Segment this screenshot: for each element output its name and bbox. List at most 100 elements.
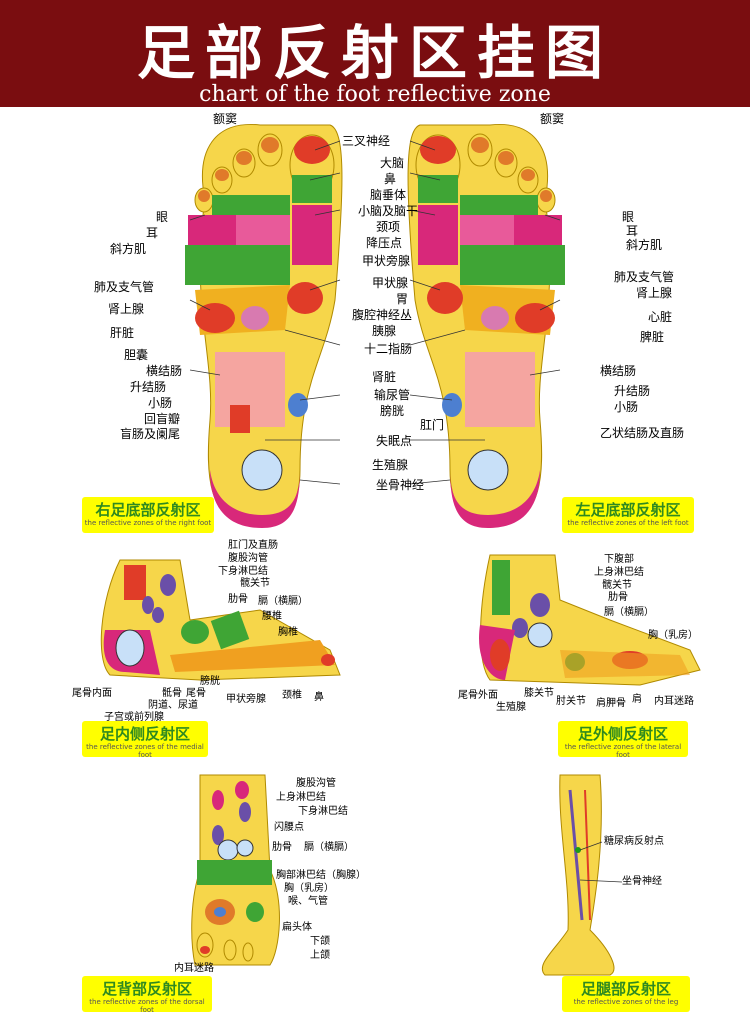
label-liver: 肝脏 bbox=[110, 326, 135, 340]
label-sacrum: 骶骨 bbox=[162, 688, 182, 699]
label-scapula: 肩胛骨 bbox=[596, 698, 626, 709]
caption-right-sole-subtitle: the reflective zones of the right foot bbox=[84, 519, 212, 527]
caption-leg-title: 足腿部反射区 bbox=[580, 980, 671, 998]
label-ear-right: 耳 bbox=[146, 226, 159, 240]
label-throat-trachea: 喉、气管 bbox=[288, 896, 328, 907]
label-insomnia-point: 失眠点 bbox=[376, 434, 413, 448]
label-chest-lymph: 胸部淋巴结（胸腺） bbox=[276, 870, 366, 881]
label-eye-left: 眼 bbox=[622, 210, 635, 224]
label-duodenum: 十二指肠 bbox=[364, 342, 413, 356]
label-diabetes-point: 糖尿病反射点 bbox=[604, 836, 664, 847]
label-medial-hip: 髋关节 bbox=[240, 578, 270, 589]
caption-medial-subtitle: the reflective zones of the medial foot bbox=[86, 743, 204, 759]
page-subtitle: chart of the foot reflective zone bbox=[199, 82, 551, 107]
label-uterus-prostate: 子宫或前列腺 bbox=[104, 712, 164, 723]
label-spleen: 脾脏 bbox=[640, 330, 665, 344]
label-lateral-hip: 髋关节 bbox=[602, 580, 632, 591]
label-parathyroid: 甲状旁腺 bbox=[362, 254, 411, 268]
label-cervical: 颈椎 bbox=[282, 690, 302, 701]
label-trapezius-left: 斜方肌 bbox=[626, 238, 663, 252]
left-sole-foot bbox=[407, 123, 565, 528]
caption-dorsal: 足背部反射区 the reflective zones of the dorsa… bbox=[82, 976, 212, 1014]
label-coccyx-inner: 尾骨内面 bbox=[72, 688, 112, 699]
label-ascending-colon-right: 升结肠 bbox=[130, 380, 167, 394]
caption-left-sole: 左足底部反射区 the reflective zones of the left… bbox=[562, 497, 694, 533]
label-coccyx: 尾骨 bbox=[186, 688, 206, 699]
label-trapezius-right: 斜方肌 bbox=[110, 242, 147, 256]
label-hypotensive-point: 降压点 bbox=[366, 236, 403, 250]
label-pancreas: 胰腺 bbox=[372, 324, 397, 338]
label-medial-rib: 肋骨 bbox=[228, 594, 248, 605]
caption-left-sole-subtitle: the reflective zones of the left foot bbox=[567, 519, 689, 527]
label-lateral-gonad: 生殖腺 bbox=[496, 702, 526, 713]
leg-illustration bbox=[542, 774, 615, 976]
label-trigeminal: 三叉神经 bbox=[342, 134, 391, 148]
small-leader-lines bbox=[579, 841, 623, 883]
label-brain: 大脑 bbox=[380, 156, 405, 170]
lateral-foot bbox=[479, 554, 701, 686]
medial-foot bbox=[100, 559, 341, 681]
label-small-intestine-right: 小肠 bbox=[148, 396, 173, 410]
caption-medial-title: 足内侧反射区 bbox=[99, 725, 190, 743]
label-medial-bladder: 膀胱 bbox=[200, 676, 220, 687]
dorsal-foot bbox=[191, 774, 280, 966]
label-flash-waist-point: 闪腰点 bbox=[274, 822, 304, 833]
label-medial-nose: 鼻 bbox=[314, 692, 324, 703]
label-lateral-chest: 胸（乳房） bbox=[648, 630, 698, 641]
caption-lateral-subtitle: the reflective zones of the lateral foot bbox=[564, 743, 682, 759]
label-dorsal-lower-lymph: 下身淋巴结 bbox=[298, 806, 348, 817]
label-lung-left: 肺及支气管 bbox=[614, 270, 675, 284]
label-sigmoid-colon: 乙状结肠及直肠 bbox=[600, 426, 685, 440]
label-gonad: 生殖腺 bbox=[372, 458, 409, 472]
caption-left-sole-title: 左足底部反射区 bbox=[575, 501, 681, 519]
header-banner bbox=[0, 0, 750, 107]
caption-medial: 足内侧反射区 the reflective zones of the media… bbox=[82, 721, 208, 759]
label-lateral-inner-ear: 内耳迷路 bbox=[654, 696, 694, 707]
label-heart: 心脏 bbox=[648, 310, 673, 324]
label-dorsal-inguinal: 腹股沟管 bbox=[296, 778, 336, 789]
label-vagina-urethra: 阴道、尿道 bbox=[148, 700, 198, 711]
label-eye-right: 眼 bbox=[156, 210, 169, 224]
label-transverse-colon-left: 横结肠 bbox=[600, 364, 637, 378]
label-knee: 膝关节 bbox=[524, 688, 554, 699]
label-thyroid: 甲状腺 bbox=[372, 276, 409, 290]
label-lower-abdomen: 下腹部 bbox=[604, 554, 634, 565]
label-gallbladder: 胆囊 bbox=[124, 348, 149, 362]
label-dorsal-upper-lymph: 上身淋巴结 bbox=[276, 792, 326, 803]
label-shoulder: 肩 bbox=[632, 694, 642, 705]
label-lateral-upper-lymph: 上身淋巴结 bbox=[594, 567, 644, 578]
label-anus: 肛门 bbox=[420, 418, 445, 432]
label-medial-thoracic: 胸椎 bbox=[278, 627, 298, 638]
label-pituitary: 脑垂体 bbox=[370, 188, 407, 202]
label-kidney: 肾脏 bbox=[372, 370, 397, 384]
sole-leader-lines bbox=[189, 140, 561, 485]
label-elbow: 肘关节 bbox=[556, 696, 586, 707]
label-celiac-plexus: 腹腔神经丛 bbox=[352, 308, 413, 322]
label-ileocecal-valve: 回盲瓣 bbox=[144, 412, 181, 426]
caption-dorsal-title: 足背部反射区 bbox=[101, 980, 192, 998]
label-ascending-colon-left: 升结肠 bbox=[614, 384, 651, 398]
label-lung-right: 肺及支气管 bbox=[94, 280, 155, 294]
label-transverse-colon-right: 横结肠 bbox=[146, 364, 183, 378]
label-small-intestine-left: 小肠 bbox=[614, 400, 639, 414]
caption-dorsal-subtitle: the reflective zones of the dorsal foot bbox=[89, 998, 205, 1014]
label-medial-anus-rectum: 肛门及直肠 bbox=[228, 540, 278, 551]
caption-lateral-title: 足外侧反射区 bbox=[577, 725, 668, 743]
label-cecum-appendix: 盲肠及阑尾 bbox=[120, 427, 181, 441]
label-ear-left: 耳 bbox=[626, 224, 639, 238]
label-lateral-rib: 肋骨 bbox=[608, 592, 628, 603]
caption-lateral: 足外侧反射区 the reflective zones of the later… bbox=[558, 721, 688, 759]
label-tonsil: 扁头体 bbox=[282, 922, 312, 933]
caption-right-sole: 右足底部反射区 the reflective zones of the righ… bbox=[82, 497, 214, 533]
label-adrenal-right: 肾上腺 bbox=[108, 302, 145, 316]
caption-leg: 足腿部反射区 the reflective zones of the leg bbox=[562, 976, 690, 1012]
right-sole-foot bbox=[185, 123, 343, 528]
label-adrenal-left: 肾上腺 bbox=[636, 286, 673, 300]
label-medial-inguinal: 腹股沟管 bbox=[228, 553, 268, 564]
label-dorsal-diaphragm: 膈（横膈） bbox=[304, 842, 354, 853]
label-upper-jaw: 上颌 bbox=[310, 950, 330, 961]
label-ureter: 输尿管 bbox=[374, 388, 411, 402]
label-medial-lumbar: 腰椎 bbox=[262, 611, 282, 622]
label-medial-parathyroid: 甲状旁腺 bbox=[226, 694, 266, 705]
